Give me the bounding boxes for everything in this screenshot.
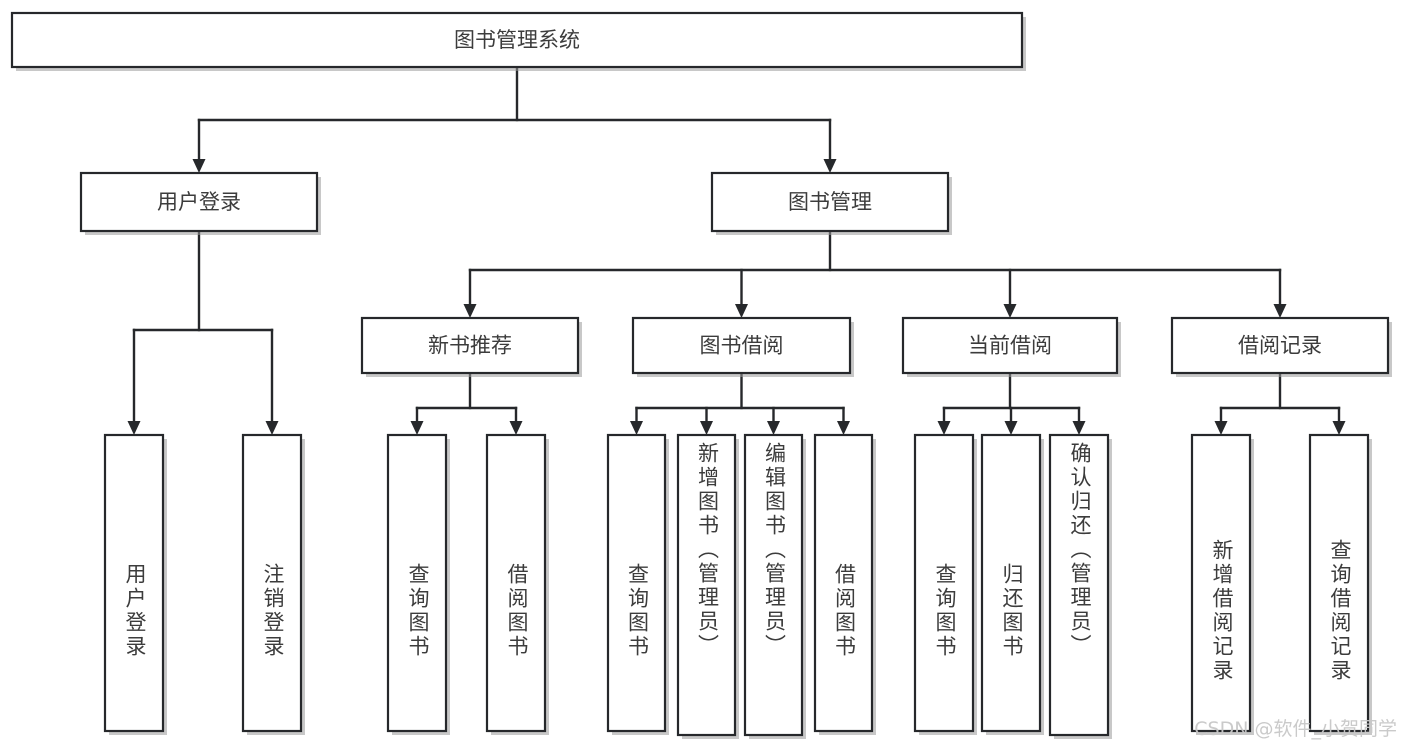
node-label: 当前借阅	[968, 334, 1052, 358]
node-label: 新书推荐	[428, 334, 512, 358]
node-rect[interactable]	[901, 316, 1119, 375]
node-leaf-add-book[interactable]	[676, 433, 737, 737]
root-fan-branch-1-head	[823, 159, 837, 173]
node-rect[interactable]	[606, 433, 667, 733]
watermark-text: CSDN @软件_小贺同学	[1194, 718, 1397, 740]
node-leaf-add-record[interactable]	[1190, 433, 1252, 733]
book-borrow-fan-branch-2-head	[767, 421, 780, 435]
book-manage-fan-branch-3-head	[1273, 304, 1287, 318]
node-rect[interactable]	[79, 171, 319, 233]
current-borrow-fan-branch-0-head	[937, 421, 951, 435]
book-borrow-fan-branch-3-head	[837, 421, 850, 435]
user-login-fan-branch-0-head	[127, 421, 141, 435]
node-user-login[interactable]: 用户登录	[79, 171, 319, 233]
node-label: 借阅记录	[1238, 334, 1322, 358]
node-leaf-query-book-2[interactable]	[606, 433, 667, 733]
node-leaf-query-record[interactable]	[1308, 433, 1370, 733]
book-manage-fan-branch-1-head	[735, 304, 748, 318]
node-leaf-edit-book[interactable]	[743, 433, 804, 737]
node-rect[interactable]	[1170, 316, 1390, 375]
borrow-record-fan-branch-1-head	[1332, 421, 1346, 435]
book-manage-fan-branch-2-head	[1003, 304, 1017, 318]
node-rect[interactable]	[913, 433, 975, 733]
node-leaf-query-book-1[interactable]	[386, 433, 448, 733]
node-current-borrow[interactable]: 当前借阅	[901, 316, 1119, 375]
node-rect[interactable]	[631, 316, 852, 375]
node-rect[interactable]	[676, 433, 737, 737]
book-borrow-fan-branch-0-head	[630, 421, 643, 435]
node-label: 图书管理	[788, 190, 872, 214]
node-leaf-return-book[interactable]	[980, 433, 1042, 733]
node-label: 图书管理系统	[454, 28, 580, 52]
user-login-fan-branch-1-head	[265, 421, 279, 435]
node-rect[interactable]	[710, 171, 950, 233]
node-label: 用户登录	[157, 190, 241, 214]
current-borrow-fan-branch-1-head	[1004, 421, 1018, 435]
node-leaf-logout[interactable]	[241, 433, 303, 733]
node-leaf-user-login[interactable]	[103, 433, 165, 733]
node-rect[interactable]	[1308, 433, 1370, 733]
node-rect[interactable]	[1190, 433, 1252, 733]
node-rect[interactable]	[103, 433, 165, 733]
node-new-book-recommend[interactable]: 新书推荐	[360, 316, 580, 375]
node-rect[interactable]	[10, 11, 1024, 69]
node-leaf-borrow-book-1[interactable]	[485, 433, 547, 733]
node-rect[interactable]	[360, 316, 580, 375]
node-rect[interactable]	[485, 433, 547, 733]
node-leaf-query-book-3[interactable]	[913, 433, 975, 733]
node-root-图书管理系统[interactable]: 图书管理系统	[10, 11, 1024, 69]
root-fan-branch-0-head	[192, 159, 206, 173]
node-rect[interactable]	[813, 433, 874, 733]
node-rect[interactable]	[1048, 433, 1110, 737]
new-book-recommend-fan-branch-1-head	[509, 421, 523, 435]
node-label: 图书借阅	[700, 334, 784, 358]
node-rect[interactable]	[386, 433, 448, 733]
current-borrow-fan-branch-2-head	[1072, 421, 1086, 435]
node-leaf-confirm-return[interactable]	[1048, 433, 1110, 737]
new-book-recommend-fan-branch-0-head	[410, 421, 424, 435]
book-borrow-fan-branch-1-head	[700, 421, 713, 435]
borrow-record-fan-branch-0-head	[1214, 421, 1228, 435]
book-manage-fan-branch-0-head	[463, 304, 477, 318]
node-rect[interactable]	[241, 433, 303, 733]
node-borrow-record[interactable]: 借阅记录	[1170, 316, 1390, 375]
node-rect[interactable]	[980, 433, 1042, 733]
connector-layer	[127, 65, 1346, 435]
node-book-borrow[interactable]: 图书借阅	[631, 316, 852, 375]
node-book-manage[interactable]: 图书管理	[710, 171, 950, 233]
node-rect[interactable]	[743, 433, 804, 737]
node-leaf-borrow-book-2[interactable]	[813, 433, 874, 733]
